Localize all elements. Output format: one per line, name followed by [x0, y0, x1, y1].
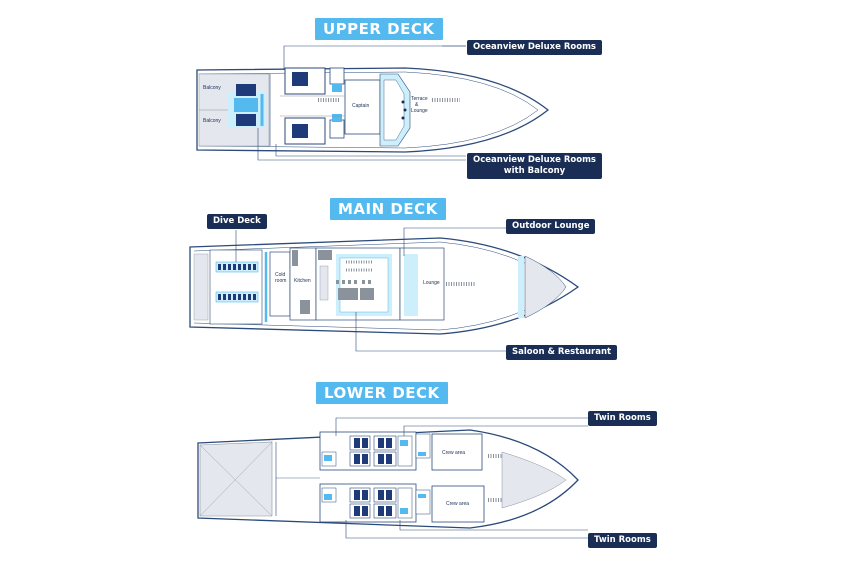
upper-callout-balcony-line1: Oceanview Deluxe Rooms [473, 155, 596, 165]
main-callout-lounge-leader [403, 227, 508, 256]
main-callout-saloon-leader [355, 312, 506, 352]
lower-deck-plan: Crew area Crew area [197, 417, 588, 539]
upper-label-terrace-3: Lounge [411, 108, 428, 114]
dive-tanks-bottom [218, 294, 256, 300]
saloon-tables [336, 280, 374, 300]
upper-label-balcony-top: Balcony [203, 85, 221, 91]
upper-callout-top-leader [283, 45, 466, 70]
main-deck-title: MAIN DECK [330, 198, 446, 220]
main-callout-dive-deck: Dive Deck [207, 214, 267, 229]
main-label-cold-2: room [275, 278, 286, 284]
upper-callout-oceanview-balcony: Oceanview Deluxe Rooms with Balcony [467, 153, 602, 179]
lower-crew-area-top [431, 433, 483, 471]
lower-callout-twin-bottom: Twin Rooms [588, 533, 657, 548]
upper-label-terrace-2: & [415, 102, 419, 108]
upper-callout-balcony-line2: with Balcony [503, 166, 566, 176]
main-deck-plan: Cold room Kitchen Lounge [189, 227, 580, 352]
main-label-kitchen: Kitchen [294, 278, 311, 284]
lower-twin-rooms-top [319, 431, 417, 471]
lower-callout-twin-top: Twin Rooms [588, 411, 657, 426]
upper-balcony-bed-bottom [236, 114, 256, 126]
lower-label-crew-bottom: Crew area [446, 501, 469, 507]
lower-deck-title: LOWER DECK [316, 382, 448, 404]
upper-label-terrace-1: Terrace [411, 96, 428, 102]
dive-bench-bottom [215, 291, 259, 303]
lower-callout-bottom-leader [345, 520, 588, 539]
upper-deck-plan: Balcony Balcony Captain Terrace & Lounge [196, 45, 550, 161]
dive-bench-top [215, 261, 259, 273]
lower-deck-bow [501, 451, 567, 509]
cold-room [269, 251, 291, 317]
upper-captain-area [344, 79, 381, 135]
main-deck-bow [524, 255, 567, 319]
upper-deck-inner-line [198, 71, 539, 149]
lower-crew-area-bottom [431, 485, 485, 523]
main-callout-outdoor-lounge: Outdoor Lounge [506, 219, 596, 234]
upper-balcony-bed-top [236, 84, 256, 96]
main-callout-saloon: Saloon & Restaurant [506, 345, 618, 360]
lower-twin-rooms-bottom [319, 483, 417, 523]
upper-callout-oceanview-deluxe: Oceanview Deluxe Rooms [467, 40, 602, 55]
dive-tanks-top [218, 264, 256, 270]
upper-callout-bottom-leader [257, 128, 466, 161]
main-label-lounge: Lounge [423, 280, 440, 286]
upper-deck-title: UPPER DECK [315, 18, 443, 40]
lower-callout-top-leader [335, 417, 588, 436]
lower-label-crew-top: Crew area [442, 450, 465, 456]
upper-label-captain: Captain [352, 103, 369, 109]
upper-label-balcony-bottom: Balcony [203, 118, 221, 124]
main-label-cold-1: Cold [275, 272, 286, 278]
